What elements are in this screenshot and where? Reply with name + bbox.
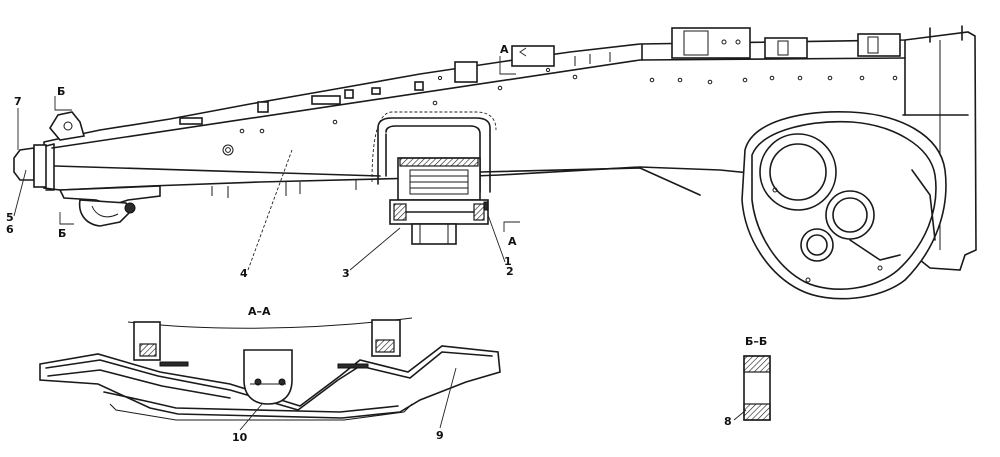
callout-10: 10 (232, 431, 248, 444)
callout-4: 4 (240, 267, 248, 280)
callout-7: 7 (14, 95, 22, 108)
frame-beam (43, 25, 977, 271)
section-a-title: А–А (248, 305, 271, 318)
section-mark-b-bottom: Б (58, 227, 67, 240)
callout-8: 8 (724, 415, 732, 428)
section-mark-b-top: Б (57, 85, 66, 98)
section-b-view (733, 355, 771, 421)
callout-6: 6 (6, 223, 14, 236)
section-mark-a-top: А (500, 43, 509, 56)
callout-1: 1 (504, 255, 512, 268)
callout-5: 5 (6, 211, 14, 224)
axle-box-assembly (371, 111, 497, 245)
callout-2: 2 (506, 265, 514, 278)
main-view (13, 25, 977, 300)
top-brackets (179, 27, 901, 125)
rivet-holes (222, 67, 898, 156)
callout-3: 3 (342, 267, 350, 280)
section-mark-a-bottom: А (508, 235, 517, 248)
gear-case (741, 110, 947, 300)
section-a-view (39, 317, 501, 431)
section-b-title: Б–Б (745, 335, 768, 348)
front-end (13, 111, 357, 227)
callout-9: 9 (436, 429, 444, 442)
callout-leaders-main (13, 47, 527, 271)
